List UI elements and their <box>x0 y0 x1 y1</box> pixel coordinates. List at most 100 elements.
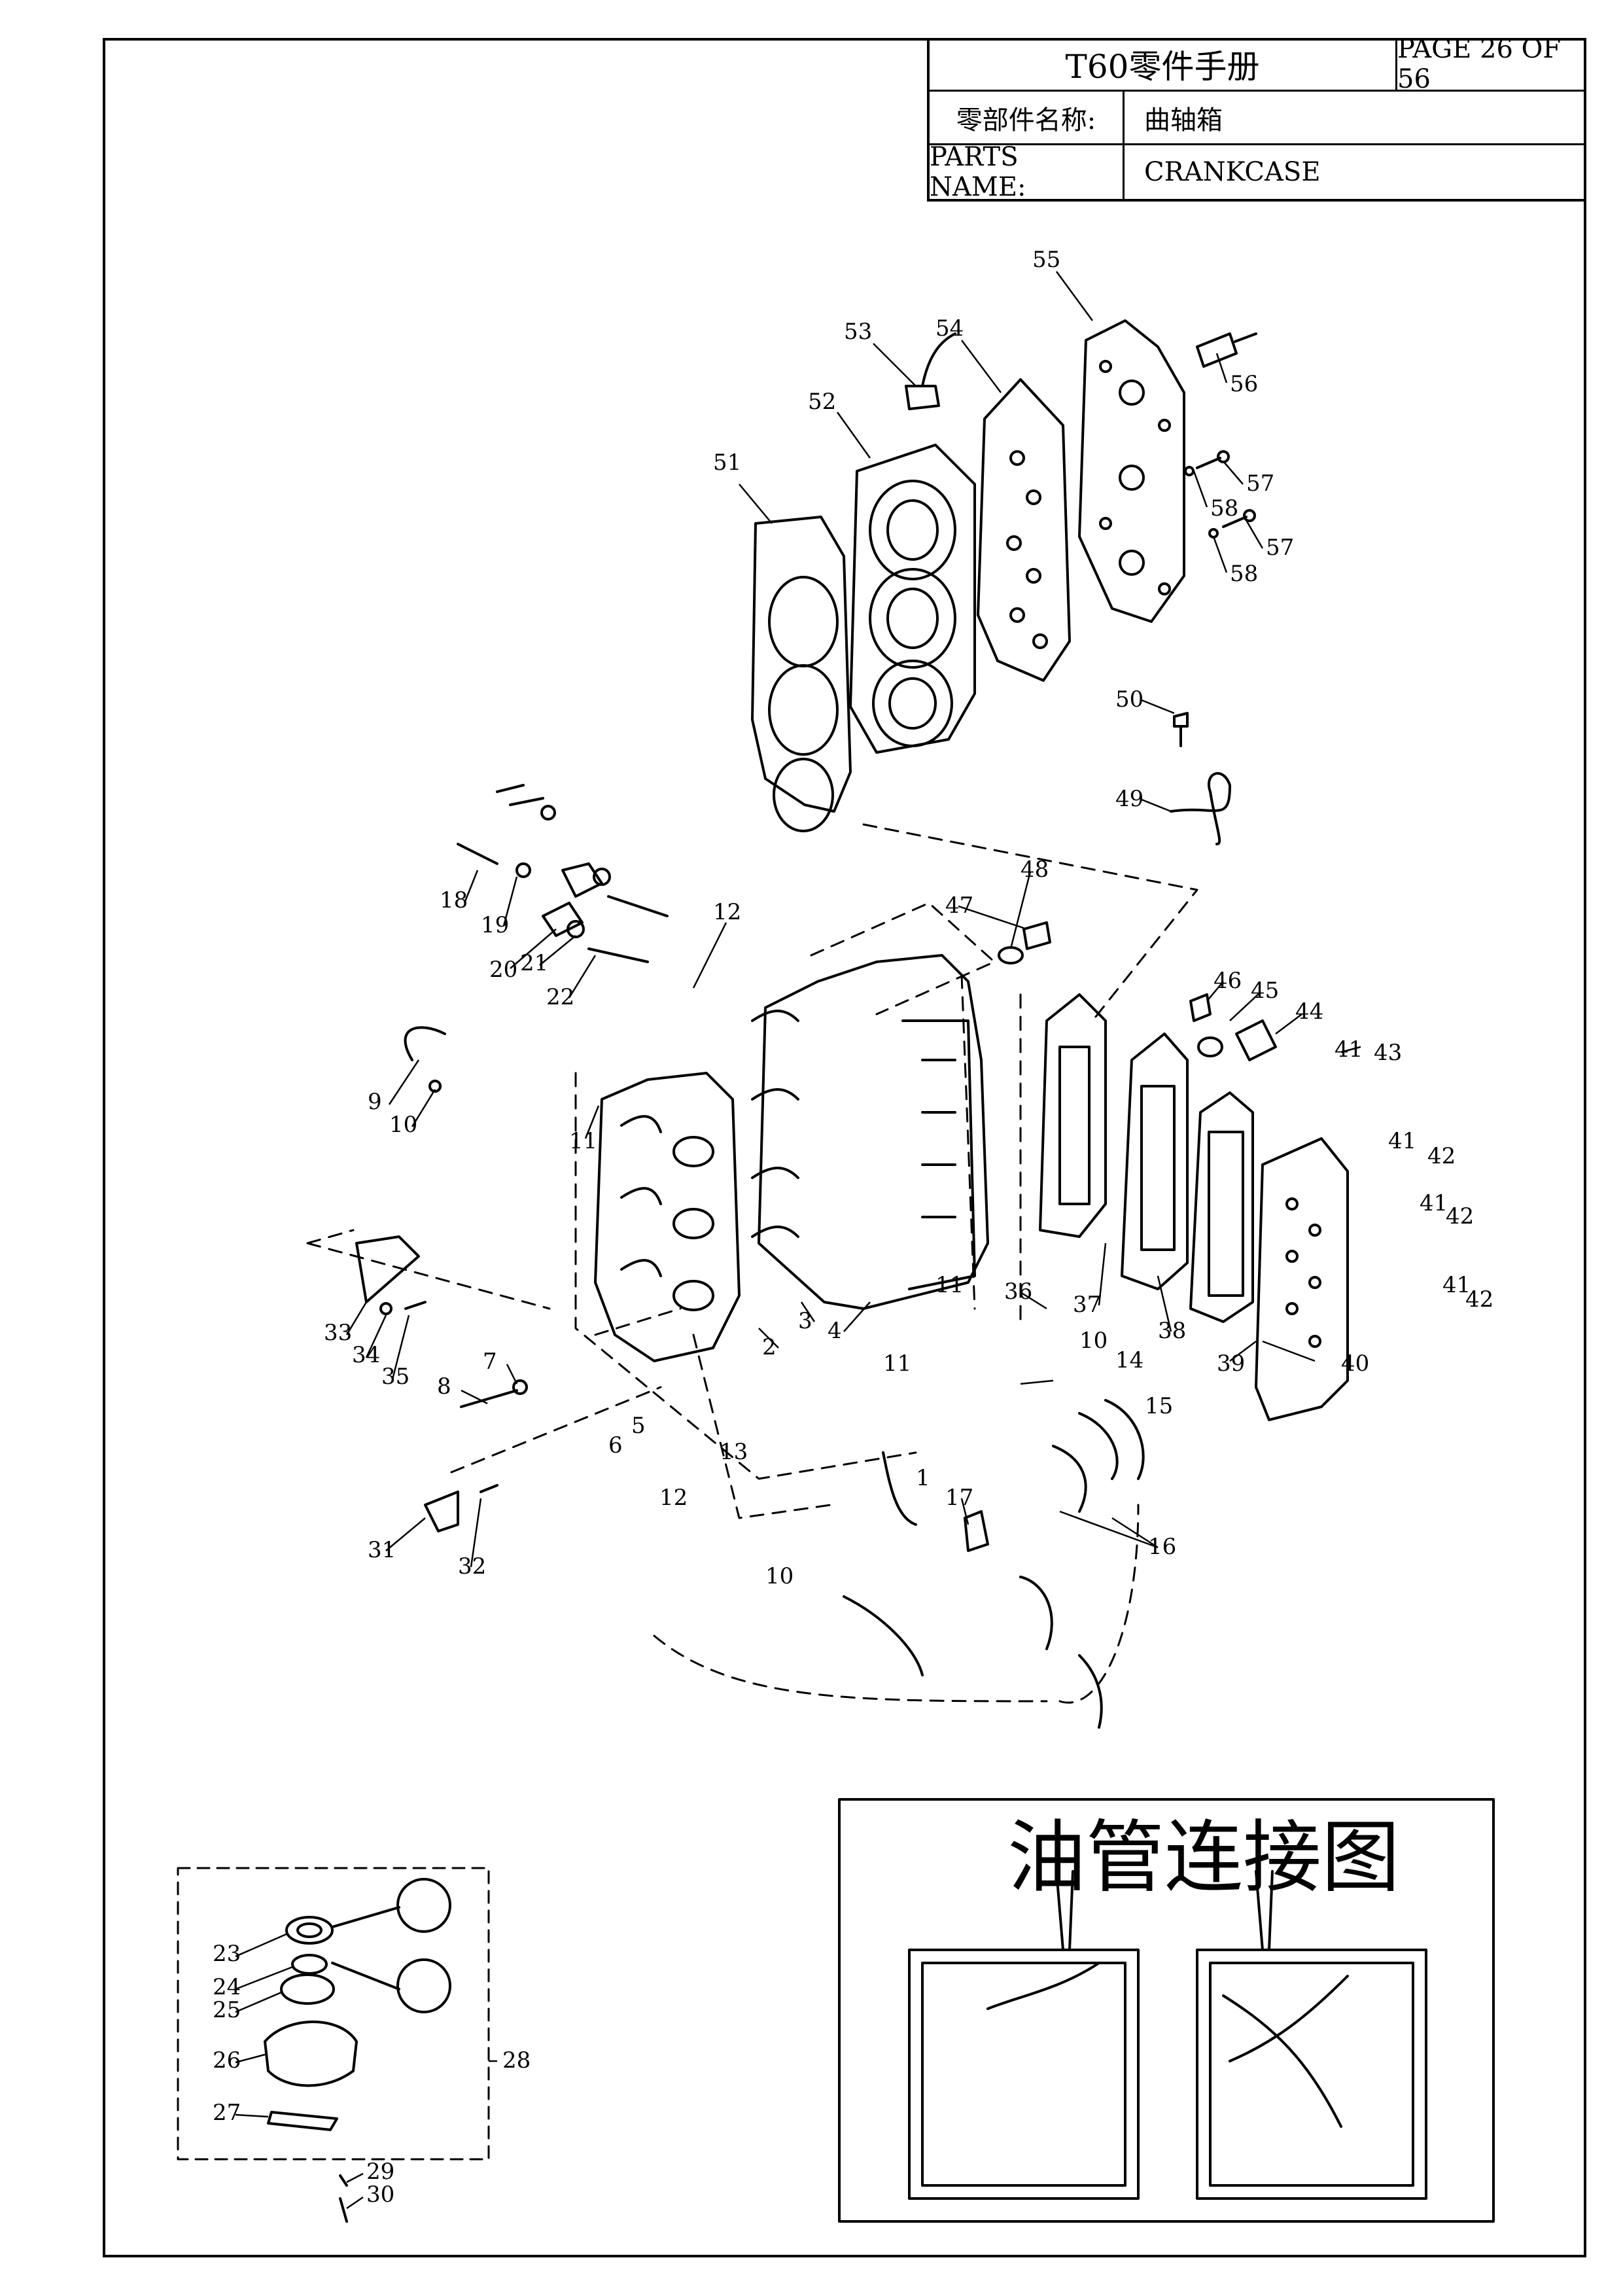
callout: 47 <box>945 892 973 919</box>
callout-numbers: 1 2 3 4 5 6 7 8 9 10 10 10 11 11 11 12 1… <box>213 247 1493 2208</box>
callout: 41 <box>1388 1128 1416 1154</box>
oil-line-inset <box>838 1798 1495 2223</box>
callout: 42 <box>1465 1286 1493 1313</box>
parts-name-en-label: PARTS NAME: <box>930 142 1026 202</box>
callout: 30 <box>366 2181 394 2208</box>
parts-name-cn-label: 零部件名称: <box>956 105 1096 135</box>
callout: 25 <box>213 1997 241 2023</box>
callout: 11 <box>935 1272 964 1298</box>
callout: 58 <box>1230 561 1258 587</box>
callout: 24 <box>213 1974 241 2000</box>
title-block: T60零件手册 PAGE 26 OF 56 零部件名称: 曲轴箱 PARTS N… <box>927 34 1586 202</box>
callout: 10 <box>1079 1328 1108 1354</box>
callout: 41 <box>1442 1272 1471 1298</box>
exhaust-gasket-37 <box>1121 1033 1189 1290</box>
callout: 42 <box>1446 1203 1474 1229</box>
callout: 5 <box>631 1413 646 1439</box>
hose-9 <box>404 1026 446 1093</box>
callout: 57 <box>1246 470 1274 497</box>
callout: 58 <box>1210 495 1238 521</box>
callout: 6 <box>608 1432 623 1458</box>
callout: 49 <box>1115 786 1143 812</box>
callout: 52 <box>808 389 836 415</box>
callout: 1 <box>916 1465 930 1491</box>
callout: 16 <box>1148 1534 1176 1560</box>
callout: 50 <box>1115 686 1143 713</box>
cylinder-gasket <box>751 516 852 832</box>
dashed-leaders <box>306 823 1198 1704</box>
parts-name-en: CRANKCASE <box>1123 145 1586 199</box>
callout: 14 <box>1115 1347 1143 1373</box>
leader-lines <box>235 271 1361 2210</box>
callout: 37 <box>1073 1292 1101 1318</box>
callout: 44 <box>1295 998 1323 1025</box>
title-row: T60零件手册 PAGE 26 OF 56 <box>930 34 1586 94</box>
callout: 13 <box>720 1439 748 1465</box>
callout: 21 <box>520 950 548 976</box>
hoses <box>843 1399 1145 1729</box>
exhaust-cover-38 <box>1189 1091 1254 1323</box>
callout: 9 <box>368 1089 382 1115</box>
bolt-50 <box>1173 712 1189 747</box>
head-bolts <box>1184 450 1256 539</box>
callout: 11 <box>569 1128 597 1154</box>
crankcase-main <box>751 954 989 1310</box>
callout: 8 <box>437 1373 451 1400</box>
cylinder-head-cover <box>1078 319 1185 623</box>
callout: 31 <box>368 1537 396 1563</box>
callout: 46 <box>1213 968 1242 994</box>
callout: 36 <box>1004 1279 1032 1305</box>
parts-name-en-row: PARTS NAME: CRANKCASE <box>930 142 1586 202</box>
callout: 17 <box>945 1485 973 1511</box>
callout: 34 <box>352 1342 380 1368</box>
manual-title: T60零件手册 <box>1065 47 1260 86</box>
callout: 11 <box>883 1351 911 1377</box>
callout: 45 <box>1251 978 1279 1004</box>
parts-name-cn: 曲轴箱 <box>1123 92 1586 143</box>
callout: 41 <box>1420 1190 1448 1216</box>
callout: 3 <box>798 1308 812 1334</box>
callout: 12 <box>659 1485 688 1511</box>
exhaust-outer-plate-39 <box>1255 1137 1349 1421</box>
seal-kit-inset <box>177 1867 490 2223</box>
callout: 15 <box>1145 1393 1173 1419</box>
callout: 55 <box>1032 247 1060 273</box>
callout: 26 <box>213 2047 241 2074</box>
callout: 54 <box>935 315 964 342</box>
callout: 19 <box>481 912 509 938</box>
callout: 20 <box>489 957 517 983</box>
callout: 38 <box>1158 1318 1186 1344</box>
callout: 10 <box>765 1563 794 1589</box>
callout: 43 <box>1374 1040 1402 1066</box>
callout: 7 <box>483 1349 497 1375</box>
callout: 48 <box>1021 857 1049 883</box>
cylinder-block <box>849 444 976 754</box>
callout: 57 <box>1266 535 1294 561</box>
callout: 23 <box>213 1941 241 1967</box>
clamp-49 <box>1170 771 1231 845</box>
bolt-8 <box>460 1379 528 1408</box>
callout: 18 <box>440 887 468 913</box>
callout: 56 <box>1230 371 1258 397</box>
crankcase-cover <box>594 1072 741 1362</box>
drawing-frame <box>103 38 1586 2257</box>
thermostat <box>1189 993 1277 1061</box>
callout: 27 <box>213 2100 241 2126</box>
callout: 12 <box>713 899 741 925</box>
callout: 28 <box>502 2047 531 2074</box>
exhaust-cover-36 <box>1039 993 1107 1238</box>
callout: 51 <box>713 450 741 476</box>
sensor <box>905 332 956 410</box>
bracket-assembly <box>457 784 669 963</box>
parts-name-cn-row: 零部件名称: 曲轴箱 <box>930 92 1586 145</box>
bracket-33 <box>355 1235 427 1315</box>
callout: 29 <box>366 2159 394 2185</box>
callout: 39 <box>1217 1351 1245 1377</box>
page-label: PAGE 26 OF 56 <box>1395 34 1586 94</box>
head-gasket <box>977 378 1071 682</box>
spark-plug <box>1196 332 1257 368</box>
callout: 42 <box>1427 1143 1456 1169</box>
callout: 53 <box>844 319 872 345</box>
